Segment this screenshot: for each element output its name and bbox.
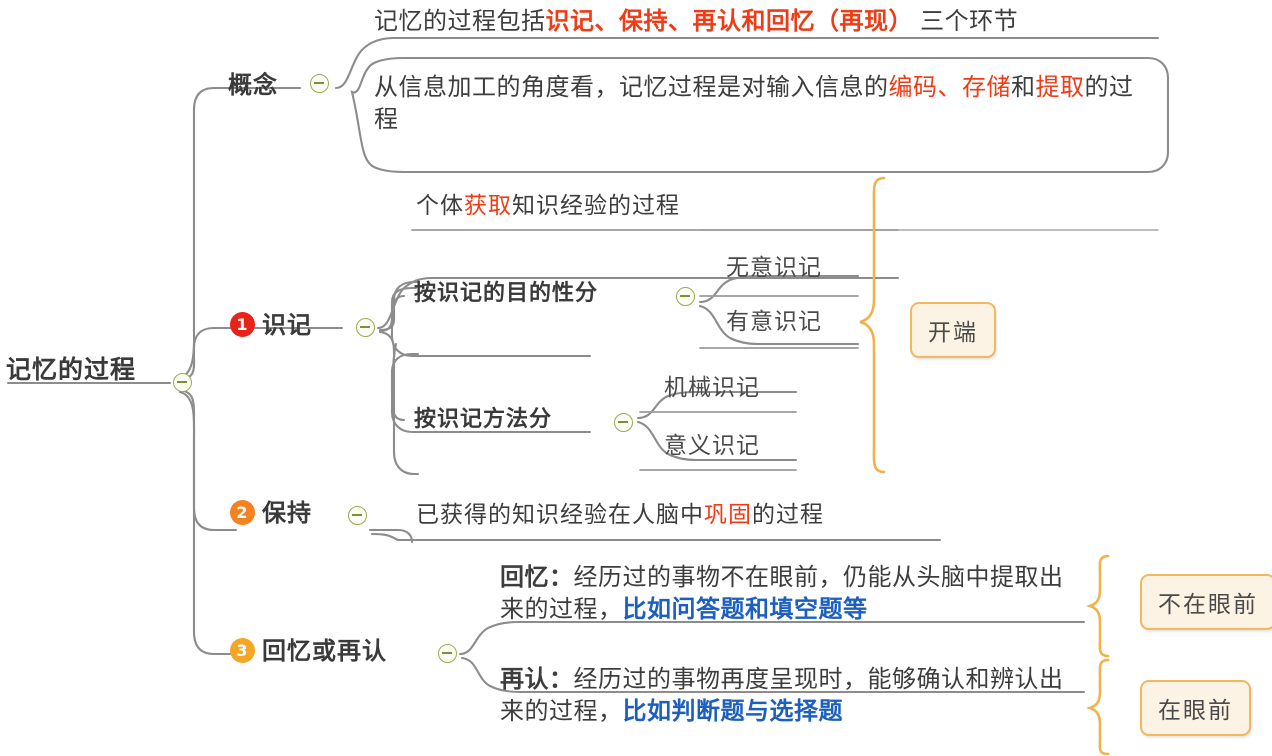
huiyi-detail[interactable]: 回忆：经历过的事物不在眼前，仍能从头脑中提取出来的过程，比如问答题和填空题等 xyxy=(500,562,1080,626)
zairen-detail-run-1: 经历过的事物再度呈现时，能够确认和辨认出来的过程， xyxy=(500,666,1064,726)
root-collapse-toggle-icon[interactable] xyxy=(173,373,192,392)
leaf-jixie-shiji[interactable]: 机械识记 xyxy=(664,374,760,400)
concept-detail-1-run-0: 记忆的过程包括 xyxy=(374,8,546,35)
callout-kaiduan[interactable]: 开端 xyxy=(910,302,996,358)
branch-huiyi-text: 回忆或再认 xyxy=(262,638,387,665)
concept-detail-2-run-5: 的过程 xyxy=(374,74,1134,134)
concept-detail-2-run-3: 和 xyxy=(1011,74,1036,101)
huiyi-detail-run-0: 回忆： xyxy=(500,564,574,591)
baochi-detail[interactable]: 已获得的知识经验在人脑中巩固的过程 xyxy=(416,503,824,526)
shiji-summary[interactable]: 个体获取知识经验的过程 xyxy=(416,194,680,217)
branch-shiji-text: 识记 xyxy=(262,312,312,339)
shiji-summary-run-1: 获取 xyxy=(464,192,512,218)
branch-shiji-label[interactable]: 1 识记 xyxy=(230,312,312,338)
branch-huiyi-number-badge: 3 xyxy=(230,638,255,663)
callout-zai-yanqian[interactable]: 在眼前 xyxy=(1140,680,1251,736)
concept-collapse-toggle-icon[interactable] xyxy=(310,74,329,93)
concept-detail-2-run-4: 提取 xyxy=(1035,74,1085,101)
branch-concept-label[interactable]: 概念 xyxy=(228,74,278,98)
concept-detail-1[interactable]: 记忆的过程包括识记、保持、再认和回忆（再现） 三个环节 xyxy=(374,6,1164,38)
baochi-detail-run-0: 已获得的知识经验在人脑中 xyxy=(416,501,704,527)
zairen-detail-run-2: 比如判断题与选择题 xyxy=(622,698,843,726)
branch-huiyi-label[interactable]: 3 回忆或再认 xyxy=(230,638,387,664)
subbranch-by-purpose-text: 按识记的目的性分 xyxy=(414,280,599,305)
subbranch-by-method-text: 按识记方法分 xyxy=(414,406,553,431)
by-method-collapse-toggle-icon[interactable] xyxy=(614,413,633,432)
root-label: 记忆的过程 xyxy=(6,356,137,384)
branch-shiji-number-badge: 1 xyxy=(230,312,255,337)
branch-baochi-number-badge: 2 xyxy=(230,500,255,525)
subbranch-by-purpose-label[interactable]: 按识记的目的性分 xyxy=(414,282,598,304)
concept-detail-1-run-1: 识记、保持、再认和回忆（再现） xyxy=(545,8,913,35)
huiyi-collapse-toggle-icon[interactable] xyxy=(438,644,457,663)
huiyi-detail-run-2: 比如问答题和填空题等 xyxy=(622,596,868,624)
concept-detail-2[interactable]: 从信息加工的角度看，记忆过程是对输入信息的编码、存储和提取的过程 xyxy=(374,72,1136,136)
zairen-detail-run-0: 再认： xyxy=(500,666,574,693)
baochi-collapse-toggle-icon[interactable] xyxy=(348,506,367,525)
root-node[interactable]: 记忆的过程 xyxy=(6,358,136,383)
subbranch-by-method-label[interactable]: 按识记方法分 xyxy=(414,408,552,430)
concept-detail-2-run-1: 编码、存 xyxy=(888,74,987,101)
concept-detail-2-run-0: 从信息加工的角度看，记忆过程是对输入信息的 xyxy=(374,74,889,101)
shiji-collapse-toggle-icon[interactable] xyxy=(356,318,375,337)
branch-baochi-label[interactable]: 2 保持 xyxy=(230,500,312,526)
shiji-summary-run-2: 知识经验的过程 xyxy=(512,192,680,218)
baochi-detail-run-2: 的过程 xyxy=(752,501,824,527)
callout-buzai-yanqian[interactable]: 不在眼前 xyxy=(1140,574,1272,630)
branch-concept-text: 概念 xyxy=(228,72,278,99)
by-purpose-collapse-toggle-icon[interactable] xyxy=(676,287,695,306)
concept-detail-1-run-2: 三个环节 xyxy=(913,8,1019,35)
concept-detail-2-run-2: 储 xyxy=(986,74,1011,101)
leaf-yiyi-shiji[interactable]: 意义识记 xyxy=(664,432,760,458)
baochi-detail-run-1: 巩固 xyxy=(704,501,752,527)
branch-baochi-text: 保持 xyxy=(262,500,312,527)
shiji-summary-run-0: 个体 xyxy=(416,192,464,218)
huiyi-detail-run-1: 经历过的事物不在眼前，仍能从头脑中提取出来的过程， xyxy=(500,564,1064,624)
leaf-youyi-shiji[interactable]: 有意识记 xyxy=(726,308,822,334)
leaf-wuyi-shiji[interactable]: 无意识记 xyxy=(726,254,822,280)
zairen-detail[interactable]: 再认：经历过的事物再度呈现时，能够确认和辨认出来的过程，比如判断题与选择题 xyxy=(500,664,1080,728)
